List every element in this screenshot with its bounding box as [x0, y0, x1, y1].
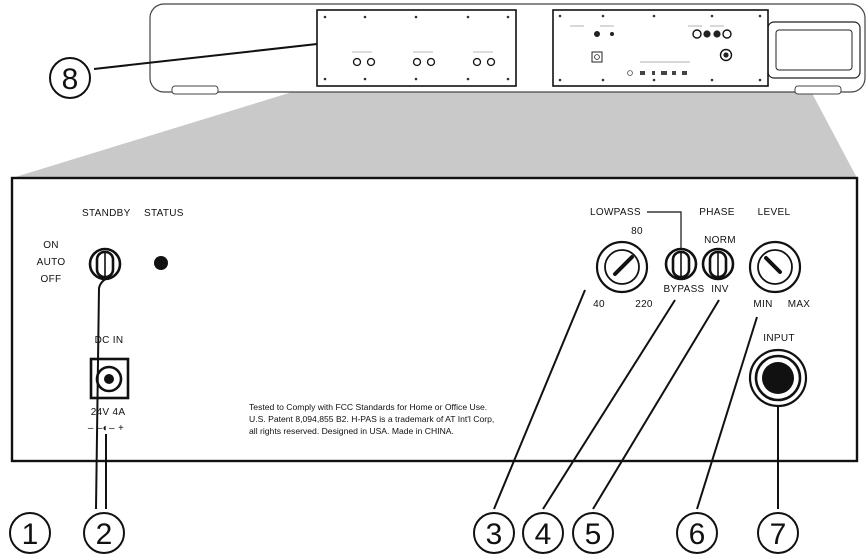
device-left-plate [316, 9, 517, 87]
phase-toggle-switch[interactable] [701, 247, 735, 281]
input-label: INPUT [763, 333, 795, 344]
callout-8-number: 8 [62, 63, 79, 96]
callout-1-number: 1 [22, 518, 39, 551]
callout-8: 8 [49, 57, 91, 99]
polarity-symbol: – –◐– + [88, 423, 124, 434]
level-min-label: MIN [753, 299, 772, 310]
switch-on-label: ON [43, 240, 59, 251]
bypass-toggle-switch[interactable] [664, 247, 698, 281]
lowpass-max-label: 220 [635, 299, 653, 310]
level-label: LEVEL [758, 207, 791, 218]
compliance-line-1: Tested to Comply with FCC Standards for … [249, 402, 487, 412]
callout-6: 6 [676, 512, 718, 554]
device-right-plate [552, 9, 769, 87]
rear-panel [10, 176, 859, 463]
leader-lines [93, 43, 779, 510]
lowpass-label: LOWPASS [590, 207, 641, 218]
callout-1: 1 [9, 512, 51, 554]
callout-6-number: 6 [689, 518, 706, 551]
standby-label: STANDBY [82, 208, 131, 219]
status-led [154, 256, 168, 270]
dc-in-label: DC IN [95, 335, 124, 346]
lowpass-min-label: 40 [593, 299, 605, 310]
callout-2: 2 [83, 512, 125, 554]
phase-norm-label: NORM [704, 235, 736, 246]
input-jack[interactable] [748, 348, 808, 408]
lowpass-80-label: 80 [631, 226, 643, 237]
power-rating-label: 24V 4A [91, 407, 126, 418]
callout-3: 3 [473, 512, 515, 554]
callout-3-number: 3 [486, 518, 503, 551]
callout-4-number: 4 [535, 518, 552, 551]
phase-inv-label: INV [711, 284, 729, 295]
callout-5: 5 [572, 512, 614, 554]
switch-off-label: OFF [41, 274, 62, 285]
callout-7-number: 7 [770, 518, 787, 551]
callout-2-number: 2 [96, 518, 113, 551]
bypass-label: BYPASS [663, 284, 704, 295]
callout-4: 4 [522, 512, 564, 554]
callout-7: 7 [757, 512, 799, 554]
compliance-line-3: all rights reserved. Designed in USA. Ma… [249, 426, 454, 436]
dc-in-jack[interactable] [89, 357, 130, 400]
status-label: STATUS [144, 208, 184, 219]
lowpass-bracket [647, 211, 682, 249]
compliance-line-2: U.S. Patent 8,094,855 B2. H-PAS is a tra… [249, 414, 494, 424]
switch-auto-label: AUTO [37, 257, 66, 268]
callout-5-number: 5 [585, 518, 602, 551]
level-max-label: MAX [788, 299, 811, 310]
standby-toggle-switch[interactable] [88, 247, 122, 281]
lowpass-knob[interactable] [595, 240, 649, 294]
phase-label: PHASE [699, 207, 734, 218]
level-knob[interactable] [748, 240, 802, 294]
